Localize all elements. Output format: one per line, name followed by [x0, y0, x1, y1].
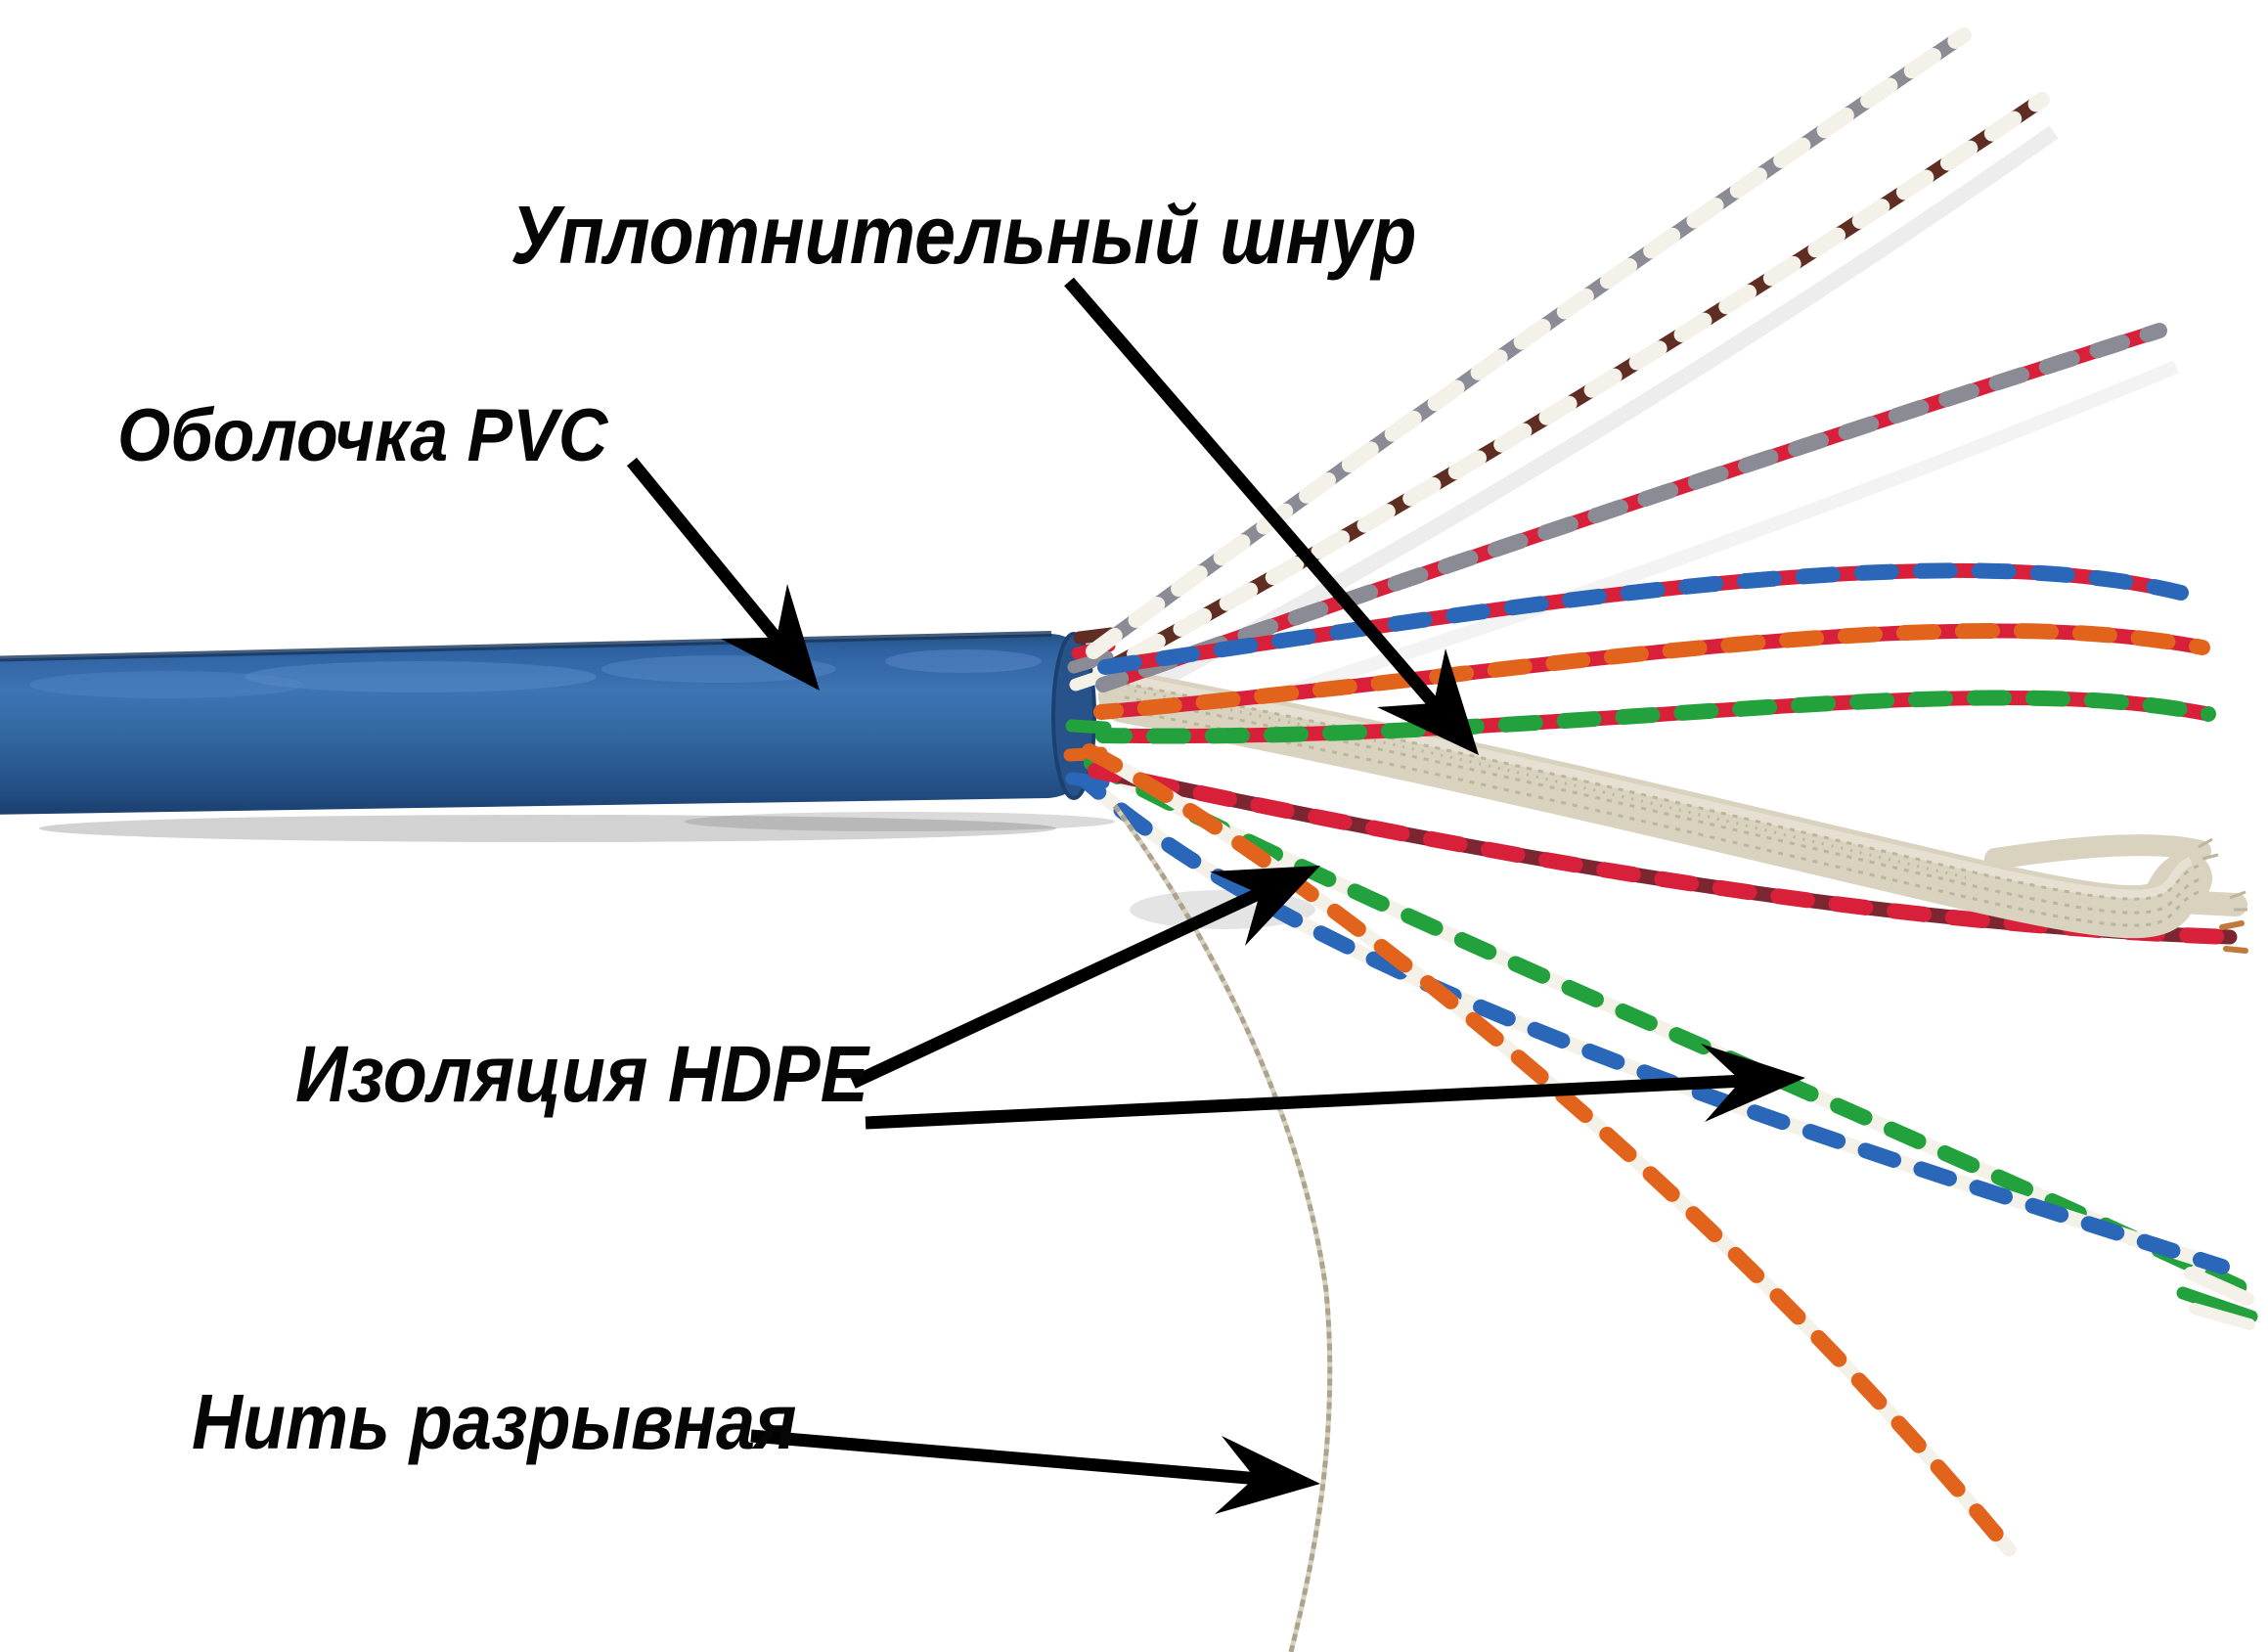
copper-tip: [2223, 946, 2248, 954]
pair-shadow: [1215, 360, 2179, 721]
pair-red-gray: [1095, 323, 2167, 692]
label-rip-cord: Нить разрывная: [192, 1378, 797, 1465]
hdpe-arrow-upper: [850, 866, 1320, 1089]
pair-white-orange: [1082, 743, 2017, 1557]
filler-cord-arrow: [1064, 277, 1479, 755]
copper-tip: [2219, 920, 2245, 930]
pair-red-blue: [1097, 562, 2189, 675]
label-pvc-jacket: Оболочка PVC: [117, 394, 608, 477]
rip-cord-arrow: [750, 1429, 1320, 1514]
pvc-jacket: [0, 631, 1096, 815]
rip-cord-thread: [1112, 804, 1333, 1652]
hdpe-arrow-lower: [865, 1044, 1805, 1130]
pair-red-orange: [1093, 622, 2210, 720]
pair-white-blue: [1080, 775, 2230, 1274]
cable-shadow: [39, 812, 1315, 929]
pvc-arrow: [626, 457, 820, 691]
bundle-cut-ends: [2176, 1267, 2258, 1330]
annotation-arrows: [626, 277, 1805, 1514]
label-filler-cord: Уплотнительный шнур: [511, 189, 1417, 281]
label-hdpe-insulation: Изоляция HDPE: [295, 1030, 868, 1119]
pair-gray-white: [1086, 27, 1972, 659]
pair-red-green: [1095, 690, 2216, 744]
pair-brown-white: [1092, 92, 2050, 681]
